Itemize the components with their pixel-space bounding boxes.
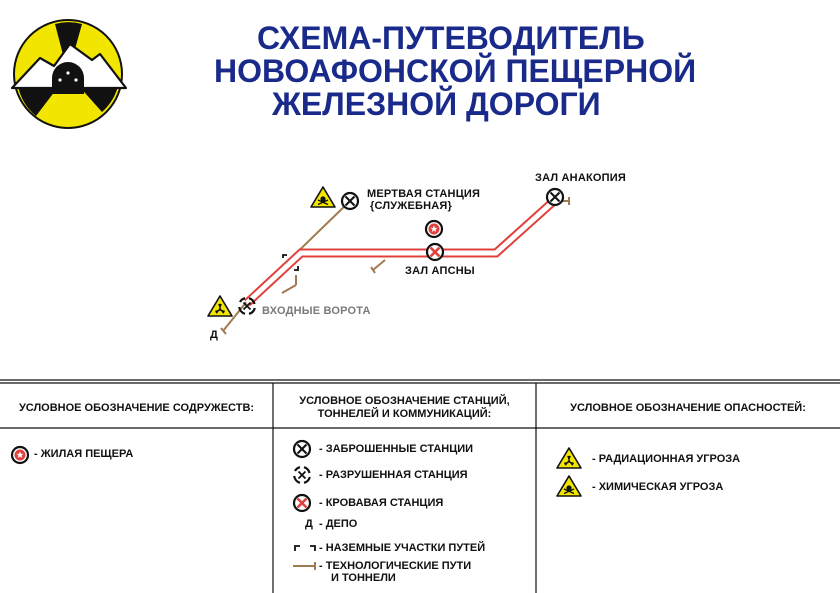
title-line-1: СХЕМА-ПУТЕВОДИТЕЛЬ [257,20,645,56]
legend-inhabited-label: - ЖИЛАЯ ПЕЩЕРА [34,448,134,460]
page-title: СХЕМА-ПУТЕВОДИТЕЛЬ НОВОАФОНСКОЙ ПЕЩЕРНОЙ… [0,22,840,122]
surface-marks [282,254,299,271]
legend-stations-header-1: УСЛОВНОЕ ОБОЗНАЧЕНИЕ СТАНЦИЙ, [299,395,510,407]
legend-bloody-label: - КРОВАВАЯ СТАНЦИЯ [319,497,444,509]
logo [10,19,128,129]
legend-radiation-icon [556,447,582,469]
apsny-label: ЗАЛ АПСНЫ [405,265,475,277]
apsny-bloody-symbol [425,242,445,262]
dead-station-sublabel: {СЛУЖЕБНАЯ} [370,200,452,212]
legend-bloody-symbol [292,493,312,513]
title-line-2: НОВОАФОНСКОЙ ПЕЩЕРНОЙ [214,53,697,89]
legend-abandoned-label: - ЗАБРОШЕННЫЕ СТАНЦИИ [319,443,474,455]
legend-stations-header-2: ТОННЕЛЕЙ И КОММУНИКАЦИЙ: [317,408,492,420]
legend-chemical-label: - ХИМИЧЕСКАЯ УГРОЗА [592,481,724,493]
legend-abandoned-symbol [292,439,312,459]
dead-station-label: МЕРТВАЯ СТАНЦИЯ [367,188,481,200]
entrance-radiation-icon [207,295,233,317]
legend-communities-header: УСЛОВНОЕ ОБОЗНАЧЕНИЕ СОДРУЖЕСТВ: [18,402,255,414]
legend-depot-label: - ДЕПО [319,518,358,530]
depot-label: Д [210,329,219,341]
legend-radiation-label: - РАДИАЦИОННАЯ УГРОЗА [592,453,741,465]
title-line-3: ЖЕЛЕЗНОЙ ДОРОГИ [272,86,601,122]
dead-station-chemical-icon [310,186,336,208]
legend-frame [0,379,840,593]
dead-station-symbol [340,191,360,211]
legend-dangers-header: УСЛОВНОЕ ОБОЗНАЧЕНИЕ ОПАСНОСТЕЙ: [570,402,806,414]
legend-depot-symbol: Д [305,518,313,530]
legend-inhabited-symbol [10,445,30,465]
legend-surface-label: - НАЗЕМНЫЕ УЧАСТКИ ПУТЕЙ [319,542,486,554]
legend-chemical-icon [556,475,582,497]
apsny-inhabited-symbol [424,219,444,239]
legend-tech-label-1: - ТЕХНОЛОГИЧЕСКИЕ ПУТИ [319,560,472,572]
legend-tech-label-2: И ТОННЕЛИ [331,572,396,584]
legend-tech-symbol [293,562,316,570]
legend-surface-symbol [294,545,316,551]
entrance-label: ВХОДНЫЕ ВОРОТА [262,305,371,317]
legend-destroyed-label: - РАЗРУШЕННАЯ СТАНЦИЯ [319,469,468,481]
anakopia-symbol [545,187,565,207]
main-track [243,196,559,307]
legend-destroyed-symbol [293,466,311,484]
anakopia-label: ЗАЛ АНАКОПИЯ [535,172,626,184]
